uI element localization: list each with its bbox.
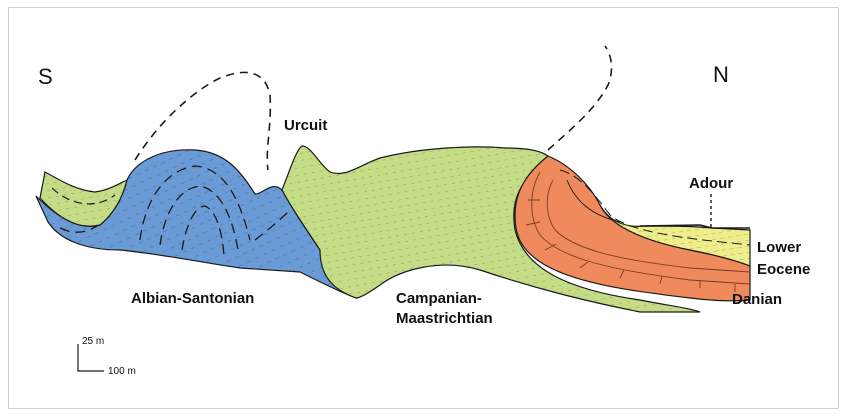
label-lower-eocene-line1: Lower	[757, 239, 801, 256]
scale-bar	[78, 344, 104, 371]
label-lower-eocene-line2: Eocene	[757, 261, 810, 278]
scale-horizontal-label: 100 m	[108, 366, 136, 377]
label-adour: Adour	[689, 175, 733, 192]
label-campanian-line2: Maastrichtian	[396, 310, 493, 327]
label-albian-santonian: Albian-Santonian	[131, 290, 254, 307]
scale-vertical-label: 25 m	[82, 336, 104, 347]
label-north: N	[713, 62, 729, 87]
label-south: S	[38, 64, 53, 89]
label-urcuit: Urcuit	[284, 117, 327, 134]
label-danian: Danian	[732, 291, 782, 308]
eroded-fold-trace-right	[548, 46, 612, 150]
label-campanian-line1: Campanian-	[396, 290, 482, 307]
